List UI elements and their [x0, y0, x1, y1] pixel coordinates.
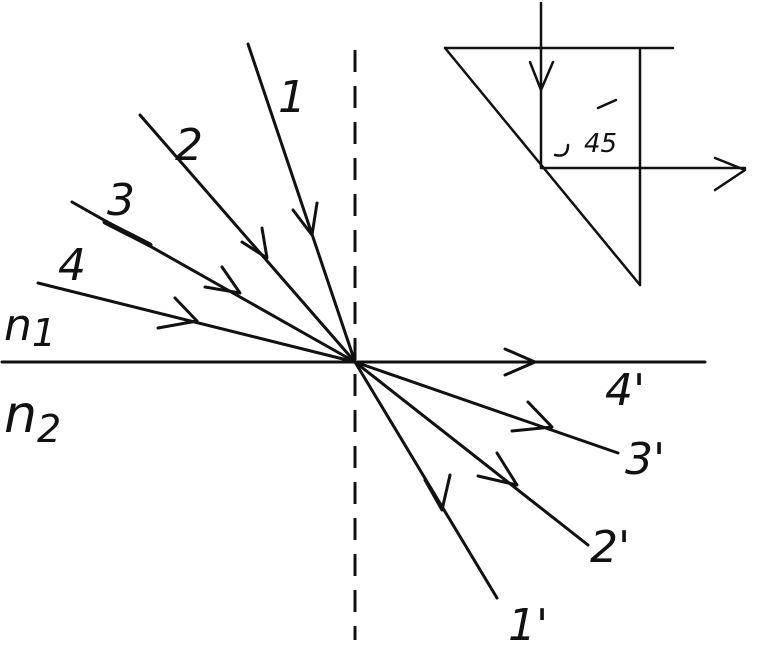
incident-ray-1-label: 1: [278, 72, 306, 123]
prism-incoming-ray-arrow: [528, 60, 555, 92]
medium-n2-subscript: 2: [37, 407, 61, 451]
medium-n1-subscript: 1: [32, 311, 56, 355]
prism-inset: 45: [443, 1, 747, 287]
incident-ray-2: [138, 113, 357, 364]
incident-ray-4-arrow: [156, 296, 199, 330]
prism-hypotenuse: [443, 46, 642, 287]
refracted-ray-3prime-label: 3': [625, 434, 665, 485]
medium-n2-label: n2: [4, 385, 61, 451]
refracted-ray-2prime-label: 2': [590, 522, 630, 573]
incident-ray-2-label: 2: [175, 120, 203, 171]
prism-angle-tick: [596, 98, 618, 110]
prism-angle-label: 45: [584, 129, 617, 159]
medium-n1-label: n1: [4, 300, 56, 355]
refracted-ray-3prime-arrow: [510, 400, 554, 433]
incident-rays: [36, 42, 357, 364]
medium-n1-symbol: n: [4, 300, 32, 351]
refracted-ray-2prime: [353, 360, 590, 547]
incident-ray-3-arrow: [203, 265, 242, 295]
ray-4prime-arrow: [503, 347, 537, 377]
refracted-ray-3prime: [353, 360, 620, 455]
refracted-ray-1prime-label: 1': [508, 600, 548, 649]
prism-outgoing-ray-arrow: [713, 156, 747, 192]
medium-n2-symbol: n: [4, 385, 37, 445]
refracted-ray-2prime-arrow: [476, 451, 519, 487]
incident-ray-2-arrow: [240, 226, 269, 260]
refracted-rays: [353, 360, 620, 600]
incident-ray-4-label: 4: [58, 240, 86, 291]
prism-angle-arc: [553, 143, 570, 157]
incident-ray-1: [246, 42, 357, 364]
refracted-ray-4prime-label: 4': [605, 365, 645, 416]
incident-ray-3-label: 3: [107, 175, 135, 226]
incident-ray-3-emphasis: [102, 219, 153, 248]
refracted-ray-1prime-arrow: [423, 473, 452, 512]
incident-ray-1-arrow: [291, 201, 319, 237]
